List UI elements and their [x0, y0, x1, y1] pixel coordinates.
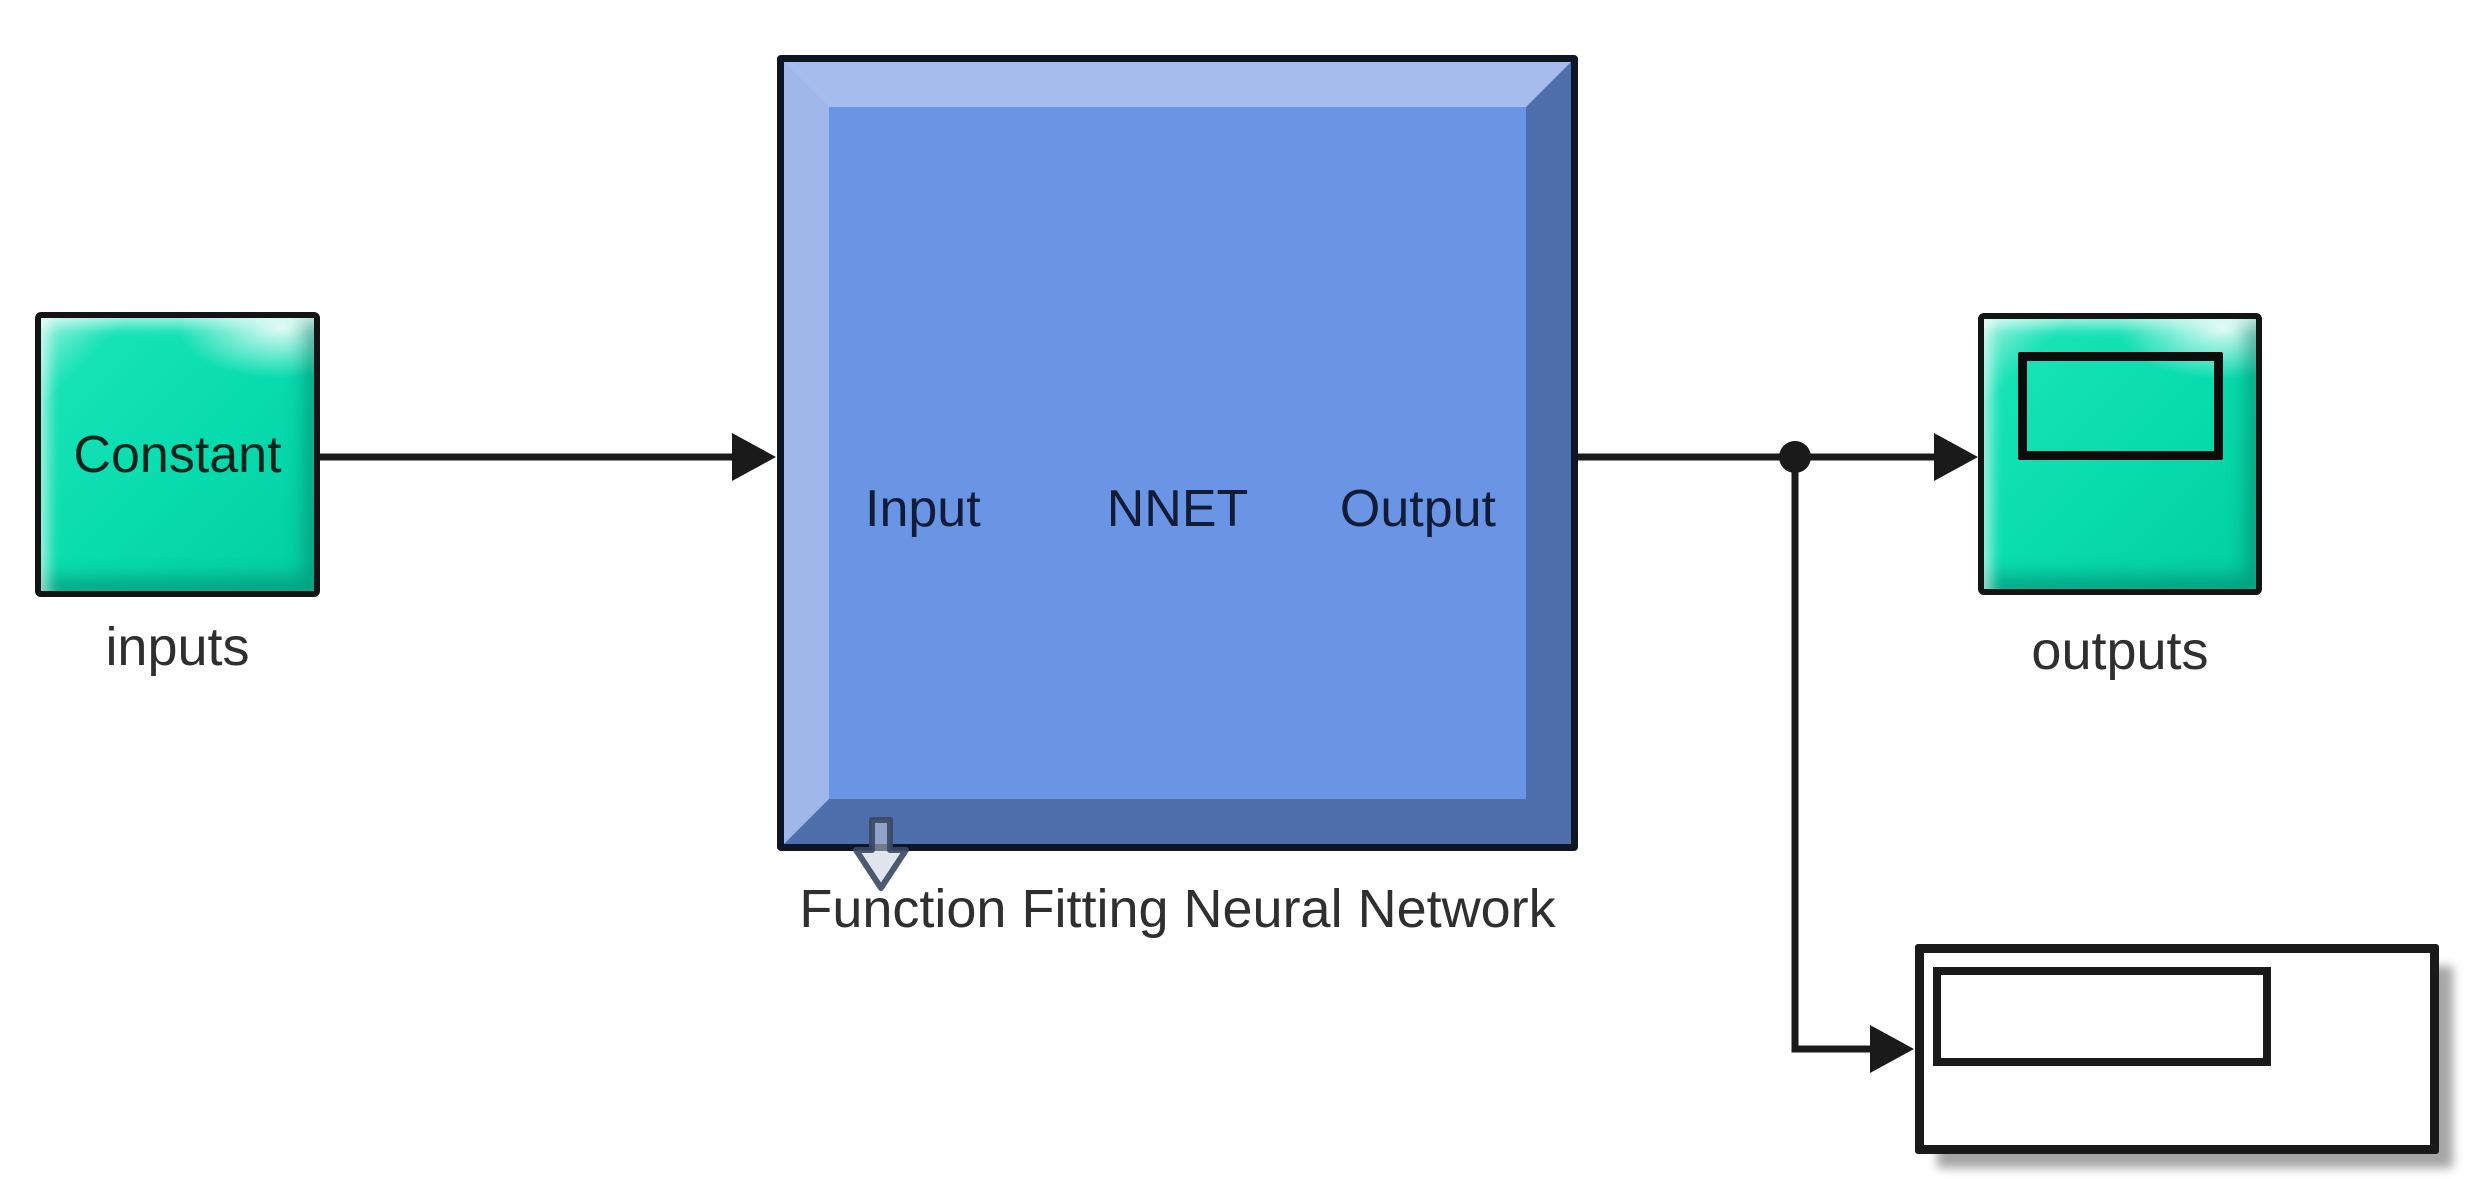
- wire-branch-to-display[interactable]: [1791, 457, 1872, 1053]
- scope-block-name-label[interactable]: outputs: [2031, 621, 2209, 681]
- scope-screen-icon: [2018, 352, 2223, 460]
- look-under-mask-down-arrow-icon[interactable]: [840, 814, 922, 895]
- constant-block[interactable]: Constant: [35, 312, 320, 597]
- nnet-block-bevel: Input NNET Output: [784, 62, 1571, 891]
- arrowhead-into-display: [1870, 1025, 1914, 1073]
- display-value-field: [1933, 967, 2271, 1066]
- nnet-block-name-label[interactable]: Function Fitting Neural Network: [799, 879, 1556, 939]
- arrowhead-into-scope: [1934, 433, 1978, 481]
- scope-block[interactable]: [1978, 313, 2262, 595]
- display-block[interactable]: [1915, 944, 2439, 1154]
- constant-block-name-label[interactable]: inputs: [105, 617, 250, 677]
- constant-block-text: Constant: [73, 425, 282, 484]
- neural-network-subsystem-block[interactable]: Input NNET Output: [777, 55, 1578, 891]
- nnet-input-port-label: Input: [865, 480, 981, 538]
- arrowhead-into-nnet: [732, 433, 776, 481]
- nnet-center-text: NNET: [1106, 480, 1249, 538]
- nnet-output-port-label: Output: [1339, 480, 1496, 538]
- branch-junction-dot: [1779, 441, 1811, 473]
